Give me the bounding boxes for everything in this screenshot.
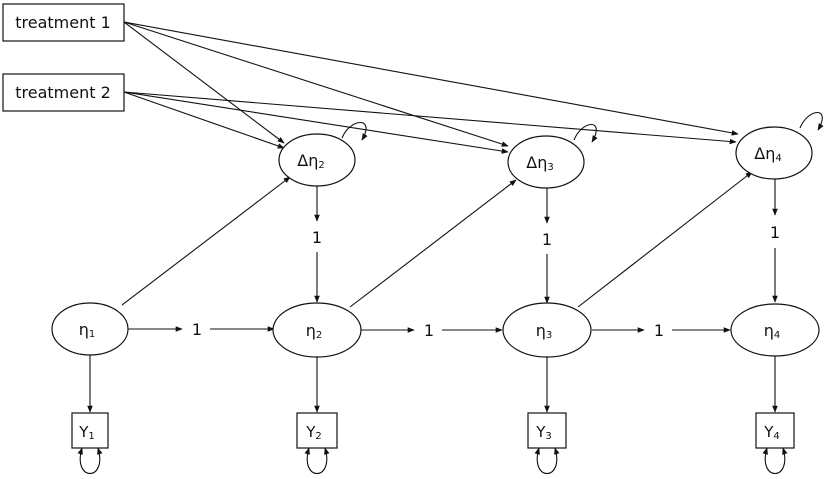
loading-label-eta3-eta4: 1 <box>654 321 664 340</box>
treatment-edges <box>123 21 739 154</box>
change-factor-4-ellipse <box>735 126 813 180</box>
edge-treatment2-to-change2 <box>123 91 285 149</box>
observed-3-label: Y3 <box>535 423 552 442</box>
treatment-2-node: treatment 2 <box>2 73 125 112</box>
latent-chain-edges <box>127 326 731 333</box>
treatment-1-node: treatment 1 <box>2 3 125 42</box>
latent-factor-4-ellipse <box>730 303 820 357</box>
latent-factor-4-node: η4 <box>730 303 820 357</box>
edge-eta1-to-change2 <box>121 176 291 306</box>
path-labels: 1 1 1 1 1 1 <box>192 223 780 340</box>
latent-factor-1-ellipse <box>51 302 129 356</box>
latent-factor-3-node: η3 <box>502 302 592 358</box>
latent-factor-1-label: η1 <box>79 320 96 340</box>
latent-factor-3-ellipse <box>502 302 592 358</box>
residual-loop-y2 <box>304 447 330 474</box>
observed-2-node: Y2 <box>296 412 338 449</box>
treatment-2-label: treatment 2 <box>15 83 111 102</box>
observed-4-box <box>755 412 795 449</box>
edge-treatment2-to-change4 <box>123 91 737 145</box>
change-factor-2-label: Δη2 <box>297 151 324 171</box>
residual-loop-y3 <box>534 447 560 474</box>
treatment-1-label: treatment 1 <box>15 13 111 32</box>
variance-loop-change3 <box>573 124 598 143</box>
treatment-2-box <box>2 73 125 112</box>
residual-loop-y4 <box>762 447 788 474</box>
latent-factor-3-label: η3 <box>536 321 553 341</box>
loading-label-eta2-eta3: 1 <box>424 321 434 340</box>
observed-4-node: Y4 <box>755 412 795 449</box>
latent-factor-2-label: η2 <box>306 321 323 341</box>
loading-label-change4: 1 <box>770 223 780 242</box>
latent-factor-2-node: η2 <box>272 302 362 358</box>
change-factor-3-label: Δη3 <box>526 153 553 173</box>
residual-loop-y1 <box>77 447 103 474</box>
change-variance-loops <box>341 112 824 143</box>
observed-2-box <box>296 412 338 449</box>
observed-1-node: Y1 <box>71 412 109 449</box>
variance-loop-change4 <box>799 112 824 131</box>
change-factor-4-node: Δη4 <box>735 126 813 180</box>
edge-treatment1-to-change4 <box>123 21 739 136</box>
change-factor-3-node: Δη3 <box>507 135 585 189</box>
residual-loops <box>77 447 788 474</box>
latent-factor-4-label: η4 <box>764 321 781 341</box>
treatment-1-box <box>2 3 125 42</box>
change-factor-2-node: Δη2 <box>278 133 356 187</box>
edge-eta2-to-change3 <box>349 179 517 308</box>
edge-eta3-to-change4 <box>577 171 753 308</box>
observed-3-node: Y3 <box>527 412 567 449</box>
latent-factor-2-ellipse <box>272 302 362 358</box>
change-factor-3-ellipse <box>507 135 585 189</box>
edge-treatment2-to-change3 <box>123 91 509 154</box>
observed-3-box <box>527 412 567 449</box>
observed-1-label: Y1 <box>78 423 95 442</box>
edge-treatment1-to-change3 <box>123 21 509 147</box>
autoregressive-edges <box>121 171 753 308</box>
observed-4-label: Y4 <box>763 423 780 442</box>
loading-label-change2: 1 <box>312 228 322 247</box>
loading-label-eta1-eta2: 1 <box>192 320 202 339</box>
observed-2-label: Y2 <box>305 423 322 442</box>
loading-label-change3: 1 <box>542 230 552 249</box>
edge-treatment1-to-change2 <box>123 21 285 144</box>
change-to-latent-edges <box>314 179 778 304</box>
change-factor-2-ellipse <box>278 133 356 187</box>
latent-factor-1-node: η1 <box>51 302 129 356</box>
change-factor-4-label: Δη4 <box>754 144 781 164</box>
measurement-edges <box>87 355 778 413</box>
observed-1-box <box>71 412 109 449</box>
variance-loop-change2 <box>341 122 368 141</box>
